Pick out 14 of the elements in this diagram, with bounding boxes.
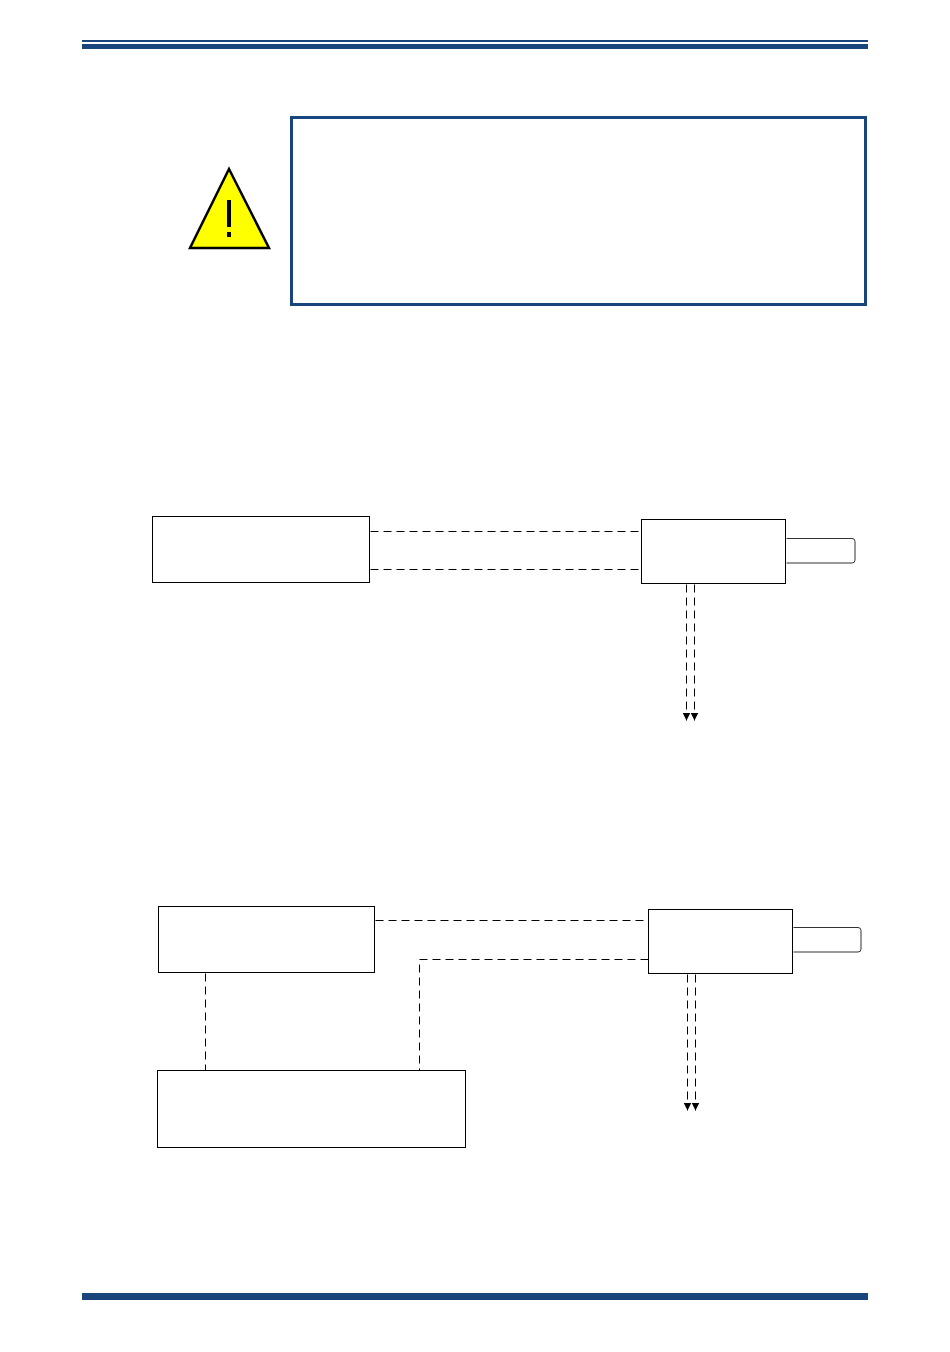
device-box [158, 906, 375, 973]
connector-line [370, 531, 642, 532]
device-box [648, 909, 793, 974]
arrow [683, 974, 692, 1111]
connector-line [205, 973, 206, 1071]
notice-box [290, 116, 867, 306]
connector-line [370, 569, 642, 570]
arrow [690, 584, 699, 721]
arrow [682, 584, 691, 721]
device-box [152, 516, 370, 583]
arrow [691, 974, 700, 1111]
device-box [641, 519, 786, 584]
connector-line [419, 959, 649, 1071]
device-box [157, 1070, 466, 1148]
